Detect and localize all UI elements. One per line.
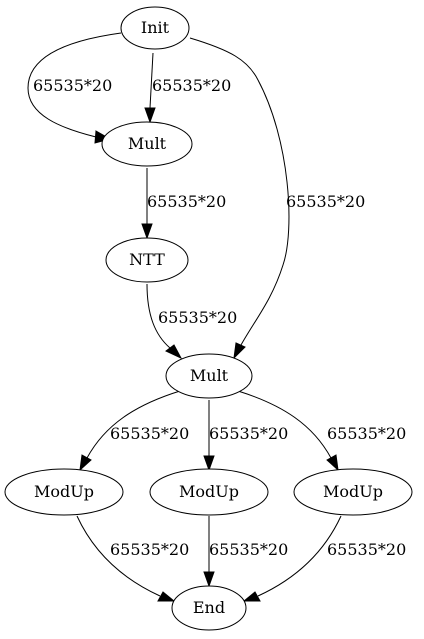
node-end: End xyxy=(171,585,247,631)
node-label-mult-1: Mult xyxy=(128,134,167,153)
edge-modup-1-to-end: 65535*20 xyxy=(76,515,189,602)
node-label-modup-2: ModUp xyxy=(179,482,239,501)
node-modup-1: ModUp xyxy=(4,468,124,516)
edge-label-init-mult-2: 65535*20 xyxy=(286,192,365,211)
node-label-init: Init xyxy=(141,18,170,37)
node-mult-2: Mult xyxy=(165,353,253,399)
edge-init-to-mult-1-left: 65535*20 xyxy=(27,32,122,144)
edge-label-modup-3-end: 65535*20 xyxy=(327,540,406,559)
node-label-modup-1: ModUp xyxy=(34,482,94,501)
node-mult-1: Mult xyxy=(101,121,193,167)
edge-label-mult-2-modup-2: 65535*20 xyxy=(209,424,288,443)
node-init: Init xyxy=(120,6,190,50)
node-label-modup-3: ModUp xyxy=(323,482,383,501)
edge-ntt-to-mult-2: 65535*20 xyxy=(146,283,237,360)
edge-init-to-mult-1-right: 65535*20 xyxy=(144,52,231,124)
edge-label-mult-2-modup-1: 65535*20 xyxy=(110,424,189,443)
edge-init-to-mult-2: 65535*20 xyxy=(189,37,365,360)
node-modup-3: ModUp xyxy=(293,468,413,516)
edge-label-modup-2-end: 65535*20 xyxy=(209,540,288,559)
edge-mult-2-to-modup-3: 65535*20 xyxy=(237,390,406,472)
node-label-ntt: NTT xyxy=(129,250,165,269)
edge-mult-1-to-ntt: 65535*20 xyxy=(141,168,226,240)
edge-mult-2-to-modup-1: 65535*20 xyxy=(79,390,189,472)
edge-modup-2-to-end: 65535*20 xyxy=(203,516,288,588)
node-modup-2: ModUp xyxy=(149,468,269,516)
edge-label-init-mult-1-left: 65535*20 xyxy=(33,76,112,95)
node-ntt: NTT xyxy=(105,237,189,283)
node-label-end: End xyxy=(193,598,225,617)
edge-label-modup-1-end: 65535*20 xyxy=(110,540,189,559)
edge-label-init-mult-1-right: 65535*20 xyxy=(152,76,231,95)
edge-label-mult-2-modup-3: 65535*20 xyxy=(327,424,406,443)
edge-modup-3-to-end: 65535*20 xyxy=(242,515,406,602)
edge-mult-2-to-modup-2: 65535*20 xyxy=(203,400,288,472)
node-label-mult-2: Mult xyxy=(190,366,229,385)
edge-label-mult-1-ntt: 65535*20 xyxy=(147,192,226,211)
edge-label-ntt-mult-2: 65535*20 xyxy=(158,308,237,327)
